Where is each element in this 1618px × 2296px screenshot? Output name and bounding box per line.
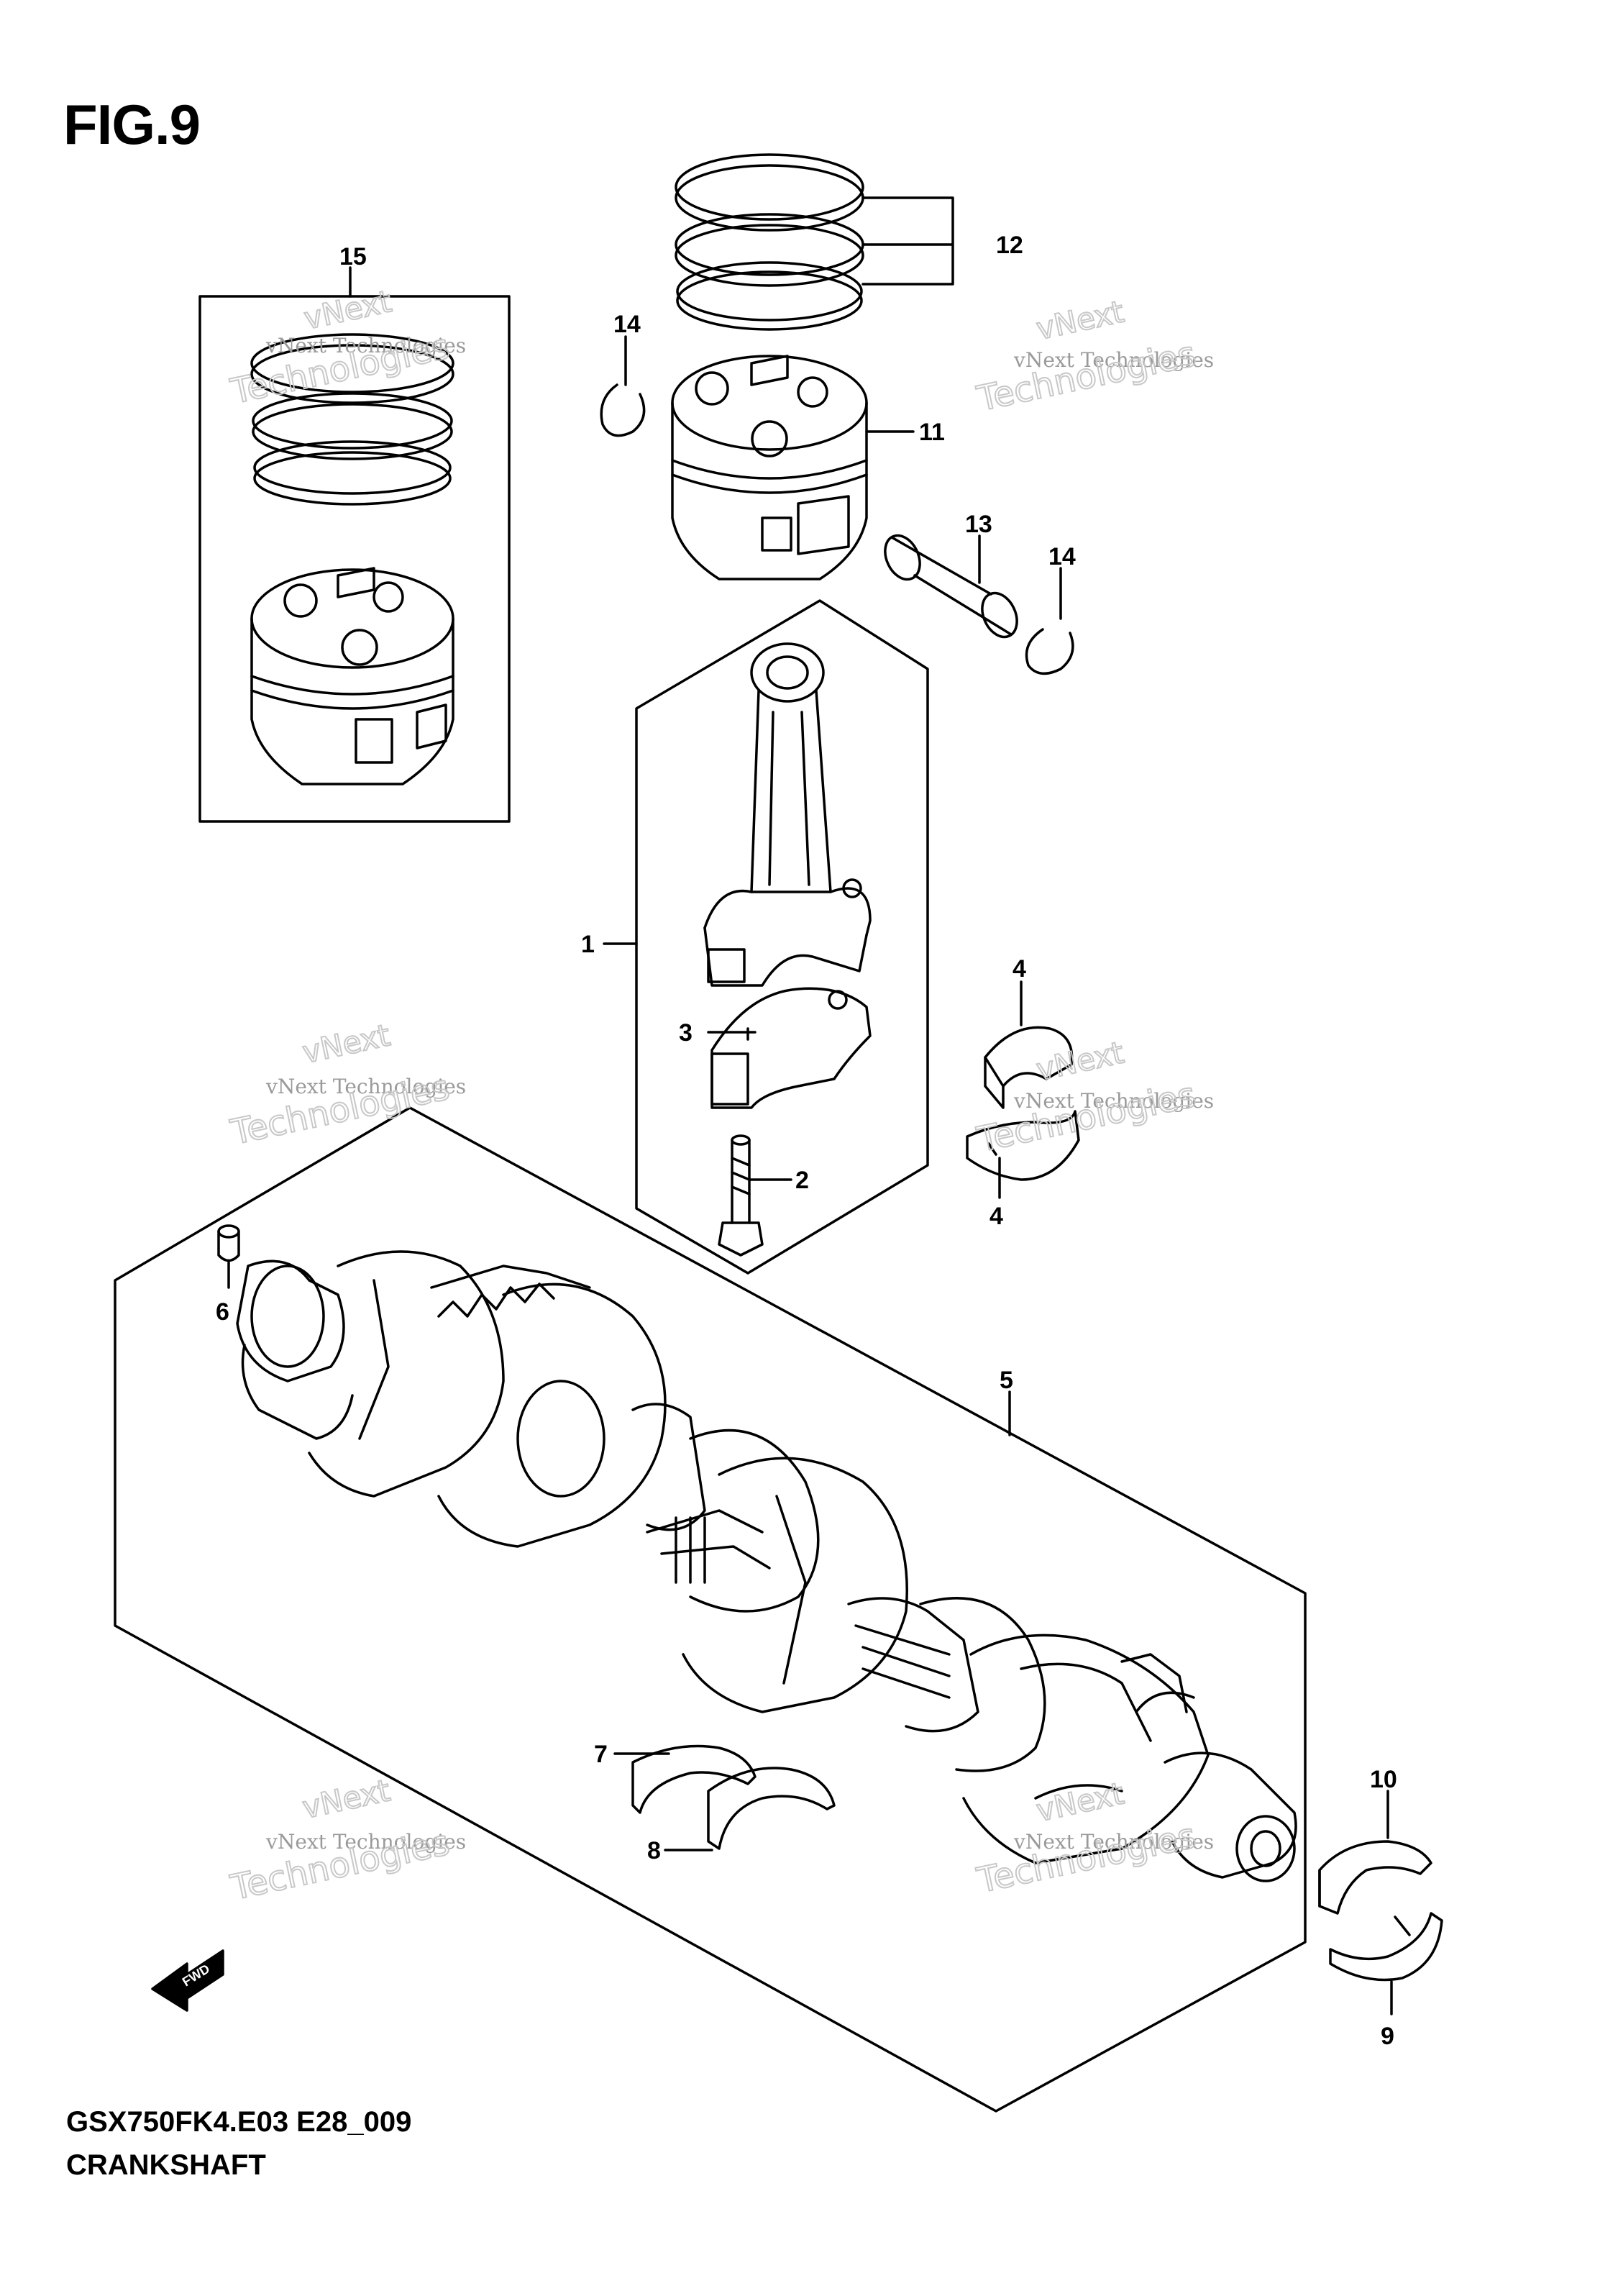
- svg-text:vNext: vNext: [299, 1017, 393, 1070]
- svg-text:vNext Technologies: vNext Technologies: [265, 1830, 466, 1854]
- svg-text:vNext Technologies: vNext Technologies: [265, 334, 466, 357]
- svg-text:vNext: vNext: [299, 1772, 393, 1825]
- piston-set-frame: [198, 295, 511, 823]
- svg-text:vNext Technologies: vNext Technologies: [1013, 1830, 1214, 1854]
- conrod-bolt-2: [718, 1134, 764, 1257]
- callout-5: 5: [1000, 1367, 1013, 1394]
- svg-text:vNext: vNext: [1033, 1034, 1127, 1087]
- callout-2: 2: [795, 1167, 809, 1194]
- svg-text:Technologies: Technologies: [974, 334, 1199, 419]
- callout-labels: 15 12 14 11 13 14 1 4 3 2 4 6 5 7 8 10 9: [216, 232, 1397, 2050]
- callout-14-lower: 14: [1048, 543, 1076, 570]
- svg-text:vNext: vNext: [301, 283, 395, 336]
- circlip-14-upper: [600, 383, 646, 437]
- thrust-bearing-7: [631, 1744, 757, 1814]
- svg-text:Technologies: Technologies: [974, 1816, 1199, 1901]
- crankshaft-5: [236, 1250, 1297, 1882]
- callout-12: 12: [996, 232, 1023, 259]
- piston-pin-13: [884, 534, 1018, 639]
- figure-code: GSX750FK4.E03 E28_009: [66, 2106, 412, 2138]
- main-bearing-9: [1329, 1912, 1443, 1982]
- piston-11: [671, 355, 868, 580]
- callout-4-upper: 4: [1013, 955, 1026, 983]
- callout-6: 6: [216, 1298, 229, 1326]
- figure-name: CRANKSHAFT: [66, 2149, 266, 2181]
- figure-title: FIG.9: [63, 93, 201, 156]
- piston-15: [250, 567, 454, 785]
- main-bearing-10: [1318, 1840, 1432, 1915]
- svg-text:vNext: vNext: [1033, 1775, 1127, 1828]
- crankshaft-frame: [114, 1106, 1307, 2113]
- svg-text:Technologies: Technologies: [974, 1075, 1199, 1160]
- callout-15: 15: [339, 243, 367, 270]
- callout-7: 7: [594, 1741, 608, 1768]
- svg-text:vNext Technologies: vNext Technologies: [1013, 348, 1214, 372]
- callout-14-upper: 14: [613, 311, 641, 338]
- conrod-1: [703, 642, 872, 987]
- callout-4-lower: 4: [989, 1203, 1003, 1230]
- piston-rings-12: [675, 153, 864, 331]
- callout-10: 10: [1370, 1766, 1397, 1793]
- svg-text:vNext Technologies: vNext Technologies: [265, 1075, 466, 1098]
- circlip-14-lower: [1025, 628, 1074, 675]
- thrust-bearing-8: [707, 1767, 836, 1850]
- callout-3: 3: [679, 1019, 693, 1047]
- leader-12: [861, 196, 954, 286]
- callout-1: 1: [581, 931, 595, 958]
- svg-text:vNext Technologies: vNext Technologies: [1013, 1089, 1214, 1113]
- svg-text:vNext: vNext: [1033, 293, 1127, 346]
- piston-ring-set-15: [250, 333, 454, 506]
- dowel-pin-6: [217, 1224, 240, 1262]
- callout-8: 8: [647, 1837, 661, 1864]
- front-direction-arrow-icon: [151, 1949, 224, 2012]
- callout-11: 11: [919, 419, 945, 446]
- conrod-cap: [710, 987, 872, 1109]
- conrod-bearing-4: [966, 1026, 1080, 1181]
- callout-9: 9: [1381, 2023, 1394, 2050]
- callout-13: 13: [965, 511, 992, 538]
- conrod-frame: [635, 599, 929, 1275]
